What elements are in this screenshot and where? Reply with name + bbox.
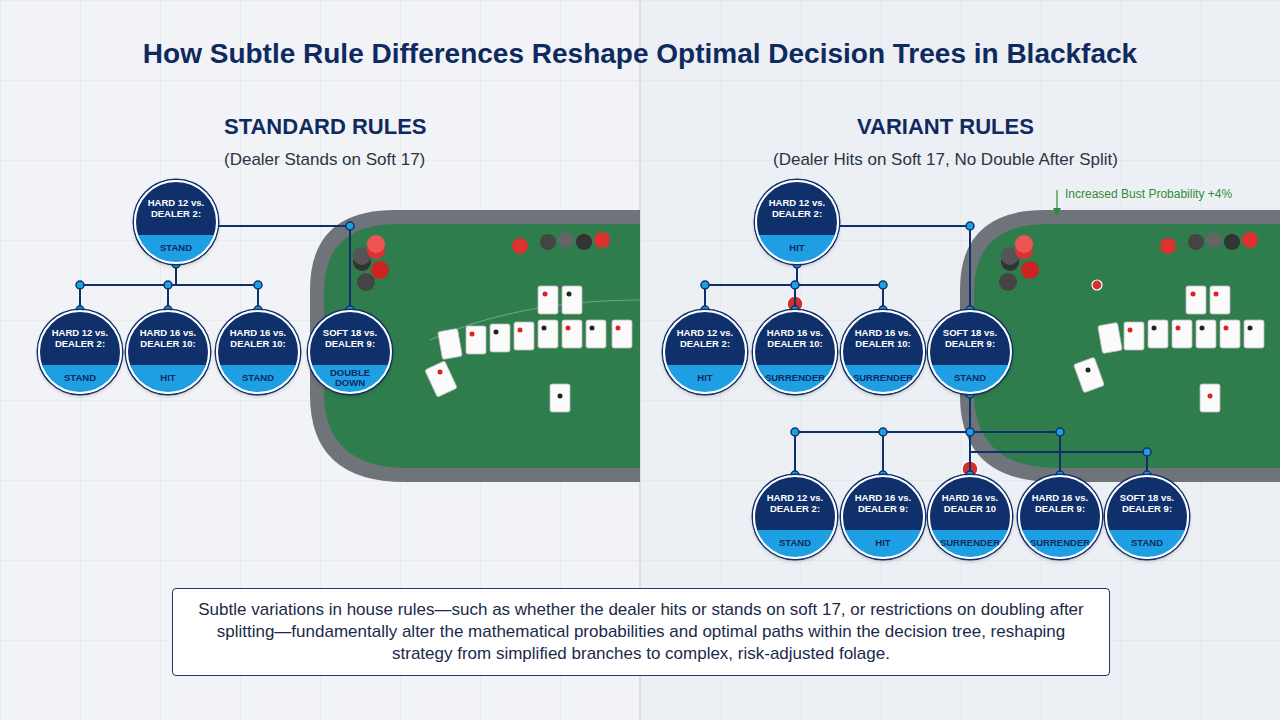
node-condition: HARD 16 vs. DEALER 10: [850, 327, 916, 350]
decision-circle: SOFT 18 vs. DEALER 9: STAND [928, 310, 1012, 394]
decision-circle: HARD 12 vs. DEALER 2: STAND [753, 475, 837, 559]
caption-box: Subtle variations in house rules—such as… [172, 588, 1110, 676]
tree-connector [970, 394, 1060, 475]
decision-circle: HARD 12 vs. DEALER 2: HIT [663, 310, 747, 394]
node-action: SURRENDER [934, 529, 1006, 557]
junction-dot [346, 222, 354, 230]
junction-dot [966, 222, 974, 230]
tree-connector [795, 394, 970, 475]
decision-circle: SOFT 18 vs. DEALER 9: STAND [1105, 475, 1189, 559]
node-action: SURRENDER [847, 364, 919, 392]
node-action: STAND [222, 364, 294, 392]
junction-dot [254, 281, 262, 289]
junction-dot [966, 428, 974, 436]
decision-circle: HARD 16 vs. DEALER 10: SURRENDER [841, 310, 925, 394]
leader-arrow [1053, 190, 1061, 216]
decision-circle: HARD 16 vs. DEALER 10: HIT [126, 310, 210, 394]
junction-dot [1056, 428, 1064, 436]
node-condition: HARD 12 vs. DEALER 2: [143, 197, 209, 220]
section-heading: STANDARD RULES [224, 114, 426, 140]
decision-circle: HARD 16 vs. DEALER 9: SURRENDER [1018, 475, 1102, 559]
junction-dot [76, 281, 84, 289]
node-action: HIT [669, 364, 741, 392]
node-action: STAND [759, 529, 831, 557]
tree-connector [883, 394, 970, 475]
node-action: SURRENDER [759, 364, 831, 392]
node-action: HIT [847, 529, 919, 557]
annotation-note: Increased Bust Probability +4% [1063, 187, 1234, 201]
section-subtitle: (Dealer Stands on Soft 17) [224, 150, 425, 170]
decision-circle: HARD 12 vs. DEALER 2: STAND [38, 310, 122, 394]
tree-connector [970, 394, 1147, 475]
node-condition: HARD 16 vs. DEALER 10 [937, 492, 1003, 515]
node-condition: HARD 16 vs. DEALER 10: [762, 327, 828, 350]
decision-circle: HARD 12 vs. DEALER 2: HIT [755, 180, 839, 264]
node-condition: HARD 16 vs. DEALER 9: [1027, 492, 1093, 515]
node-action: DOUBLE DOWN [314, 364, 386, 392]
node-action: STAND [44, 364, 116, 392]
junction-dot [791, 281, 799, 289]
section-heading: VARIANT RULES [857, 114, 1034, 140]
node-condition: HARD 12 vs. DEALER 2: [764, 197, 830, 220]
junction-dot [791, 428, 799, 436]
decision-circle: HARD 16 vs. DEALER 10: STAND [216, 310, 300, 394]
junction-dot [1143, 448, 1151, 456]
node-action: HIT [132, 364, 204, 392]
blackjack-table [310, 210, 640, 482]
node-condition: HARD 12 vs. DEALER 2: [672, 327, 738, 350]
junction-dot [879, 428, 887, 436]
tree-connector [797, 264, 883, 310]
decision-circle: HARD 16 vs. DEALER 10: SURRENDER [753, 310, 837, 394]
node-action: STAND [1111, 529, 1183, 557]
node-action: SURRENDER [1024, 529, 1096, 557]
junction-dot [701, 281, 709, 289]
decision-circle: HARD 16 vs. DEALER 10 SURRENDER [928, 475, 1012, 559]
tree-connector [80, 264, 176, 310]
decision-circle: SOFT 18 vs. DEALER 9: DOUBLE DOWN [308, 310, 392, 394]
junction-dot [164, 281, 172, 289]
tree-connector [705, 264, 797, 310]
node-action: HIT [761, 234, 833, 262]
tree-connector [839, 226, 970, 310]
node-condition: HARD 16 vs. DEALER 10: [135, 327, 201, 350]
decision-circle: HARD 16 vs. DEALER 9: HIT [841, 475, 925, 559]
node-action: STAND [934, 364, 1006, 392]
node-condition: HARD 16 vs. DEALER 9: [850, 492, 916, 515]
node-condition: SOFT 18 vs. DEALER 9: [937, 327, 1003, 350]
node-condition: HARD 12 vs. DEALER 2: [762, 492, 828, 515]
decision-circle: HARD 12 vs. DEALER 2: STAND [134, 180, 218, 264]
diagram-title: How Subtle Rule Differences Reshape Opti… [0, 38, 1280, 70]
junction-dot [879, 281, 887, 289]
node-action: STAND [140, 234, 212, 262]
node-condition: SOFT 18 vs. DEALER 9: [317, 327, 383, 350]
node-condition: HARD 12 vs. DEALER 2: [47, 327, 113, 350]
tree-connector [176, 264, 258, 310]
section-subtitle: (Dealer Hits on Soft 17, No Double After… [773, 150, 1118, 170]
node-condition: SOFT 18 vs. DEALER 9: [1114, 492, 1180, 515]
node-condition: HARD 16 vs. DEALER 10: [225, 327, 291, 350]
tree-connector [218, 226, 350, 310]
